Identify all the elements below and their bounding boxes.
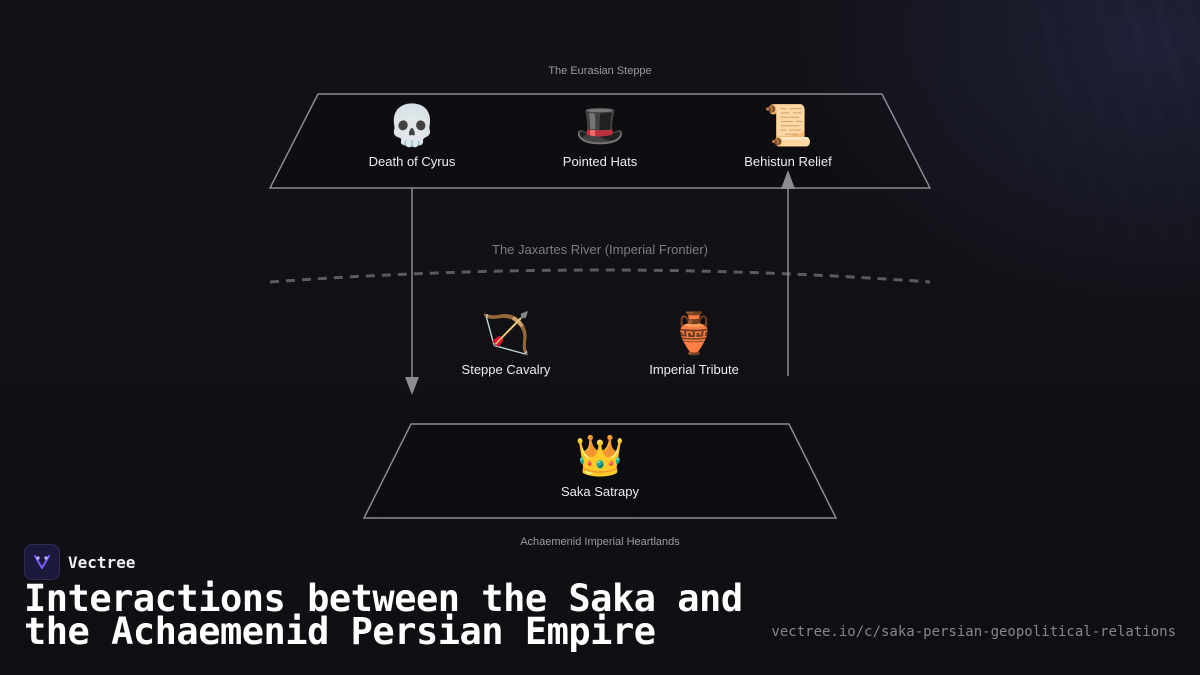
heartlands-region-shape [362, 423, 838, 519]
background-glow [740, 0, 1200, 520]
node-label: Behistun Relief [744, 154, 832, 169]
page-title: Interactions between the Saka and the Ac… [24, 577, 743, 653]
node-label: Death of Cyrus [368, 154, 456, 169]
bow-and-arrow-icon: 🏹 [481, 312, 531, 356]
river-frontier-line [269, 268, 931, 284]
steppe-region-label: The Eurasian Steppe [548, 65, 652, 77]
heartlands-region-label: Achaemenid Imperial Heartlands [520, 536, 680, 548]
node-saka-satrapy: 👑 Saka Satrapy [500, 432, 700, 499]
node-imperial-tribute: 🏺 Imperial Tribute [594, 310, 794, 377]
skull-icon: 💀 [387, 104, 437, 148]
node-label: Imperial Tribute [649, 362, 739, 377]
arrowhead-up [781, 170, 795, 189]
river-frontier-label: The Jaxartes River (Imperial Frontier) [492, 242, 708, 257]
node-label: Steppe Cavalry [461, 362, 551, 377]
node-behistun-relief: 📜 Behistun Relief [688, 102, 888, 169]
vectree-logo-icon [24, 544, 60, 580]
scroll-icon: 📜 [763, 104, 813, 148]
node-death-of-cyrus: 💀 Death of Cyrus [312, 102, 512, 169]
node-steppe-cavalry: 🏹 Steppe Cavalry [406, 310, 606, 377]
node-label: Pointed Hats [562, 154, 638, 169]
arrowhead-down [405, 377, 419, 395]
amphora-icon: 🏺 [669, 312, 719, 356]
brand: Vectree [24, 544, 135, 580]
top-hat-icon: 🎩 [575, 104, 625, 148]
brand-name: Vectree [68, 552, 136, 572]
node-label: Saka Satrapy [560, 484, 640, 499]
steppe-region-shape [268, 93, 932, 189]
node-pointed-hats: 🎩 Pointed Hats [500, 102, 700, 169]
crown-icon: 👑 [575, 434, 625, 478]
source-url: vectree.io/c/saka-persian-geopolitical-r… [771, 624, 1176, 640]
